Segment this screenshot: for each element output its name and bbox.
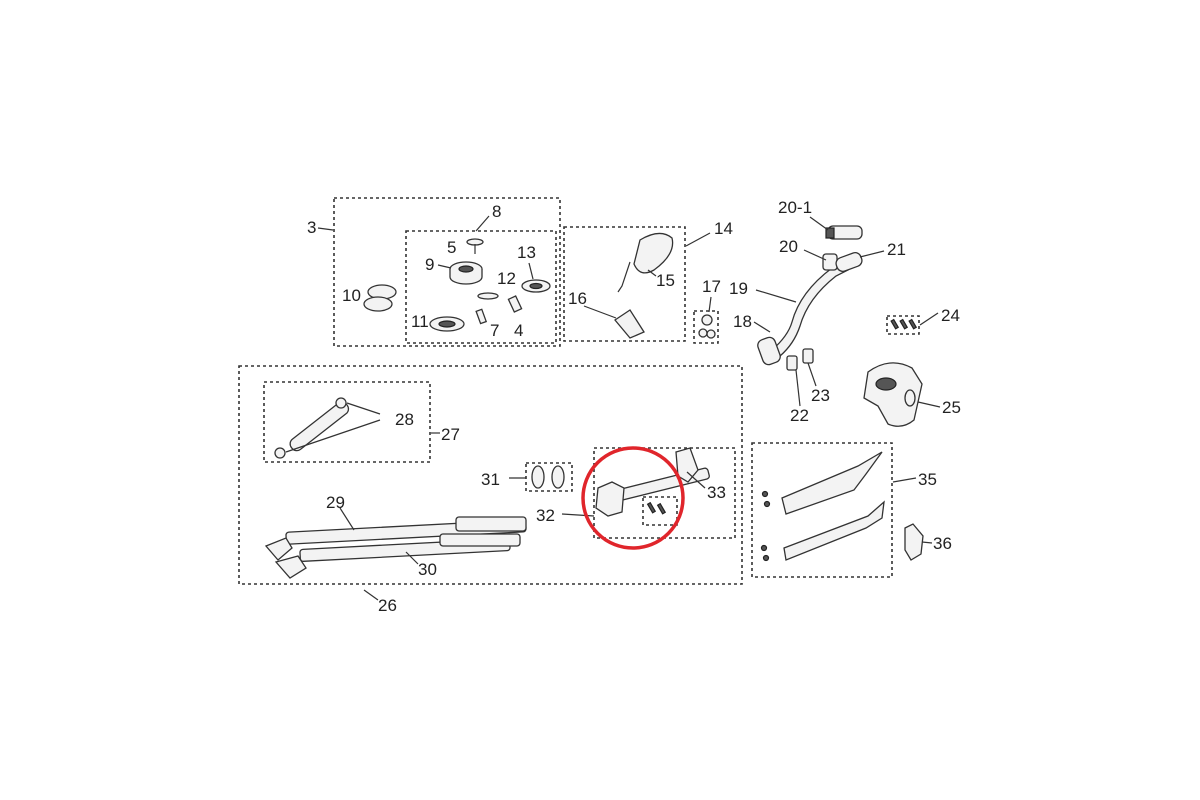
label-33: 33 — [707, 483, 726, 502]
group-box-31 — [525, 462, 573, 492]
label-22: 22 — [790, 406, 809, 425]
label-24: 24 — [941, 306, 960, 325]
mirror-bracket-16 — [614, 309, 645, 339]
label-15: 15 — [656, 271, 675, 290]
group-box-17 — [693, 310, 719, 344]
bearing-seals-10 — [363, 284, 397, 312]
label-12: 12 — [497, 269, 516, 288]
label-8: 8 — [492, 202, 501, 221]
label-3: 3 — [307, 218, 316, 237]
fork-tube-29 — [264, 516, 527, 561]
group-box-33-bolts — [642, 496, 678, 526]
label-28: 28 — [395, 410, 414, 429]
fork-spring-28 — [274, 397, 350, 459]
bolts-33 — [646, 501, 667, 515]
group-box-24 — [886, 315, 920, 335]
label-10: 10 — [342, 286, 361, 305]
label-36: 36 — [933, 534, 952, 553]
throttle-20 — [822, 253, 838, 271]
label-23: 23 — [811, 386, 830, 405]
label-26: 26 — [378, 596, 397, 615]
highlight-circle — [581, 446, 685, 550]
label-32: 32 — [536, 506, 555, 525]
label-20: 20 — [779, 237, 798, 256]
label-31: 31 — [481, 470, 500, 489]
cap-5 — [466, 238, 484, 254]
grip-21 — [835, 252, 863, 272]
label-29: 29 — [326, 493, 345, 512]
label-7: 7 — [490, 321, 499, 340]
group-box-8 — [405, 230, 557, 344]
spring-4 — [507, 295, 523, 313]
steering-stem-32 — [595, 447, 710, 517]
label-27: 27 — [441, 425, 460, 444]
clamp-25 — [863, 362, 923, 427]
label-4: 4 — [514, 321, 523, 340]
group-box-27 — [263, 381, 431, 463]
clips-17 — [698, 314, 716, 339]
bearing-11 — [429, 316, 465, 332]
bolts-24 — [890, 318, 918, 330]
bearing-13 — [521, 279, 551, 293]
rubber-22-23 — [786, 348, 814, 371]
mirror-15 — [617, 232, 674, 293]
label-25: 25 — [942, 398, 961, 417]
label-11: 11 — [411, 312, 429, 331]
group-box-3 — [333, 197, 561, 347]
label-13: 13 — [517, 243, 536, 262]
group-box-26 — [238, 365, 743, 585]
fork-tube-30 — [274, 533, 521, 579]
group-box-14 — [563, 226, 686, 342]
label-21: 21 — [887, 240, 906, 259]
washer-12 — [477, 292, 499, 300]
label-17: 17 — [702, 277, 721, 296]
label-5: 5 — [447, 238, 456, 257]
bearing-9 — [449, 261, 483, 285]
handlebar-19 — [757, 261, 849, 366]
bracket-36 — [904, 523, 924, 561]
fork-guards-35 — [760, 451, 885, 562]
label-30: 30 — [418, 560, 437, 579]
group-box-35 — [751, 442, 893, 578]
label-19: 19 — [729, 279, 748, 298]
pins-7 — [475, 308, 488, 325]
label-20-1: 20-1 — [778, 198, 812, 217]
label-14: 14 — [714, 219, 733, 238]
caps-31 — [531, 465, 565, 489]
label-16: 16 — [568, 289, 587, 308]
grip-20-1 — [825, 225, 863, 240]
label-9: 9 — [425, 255, 434, 274]
label-18: 18 — [733, 312, 752, 331]
label-35: 35 — [918, 470, 937, 489]
